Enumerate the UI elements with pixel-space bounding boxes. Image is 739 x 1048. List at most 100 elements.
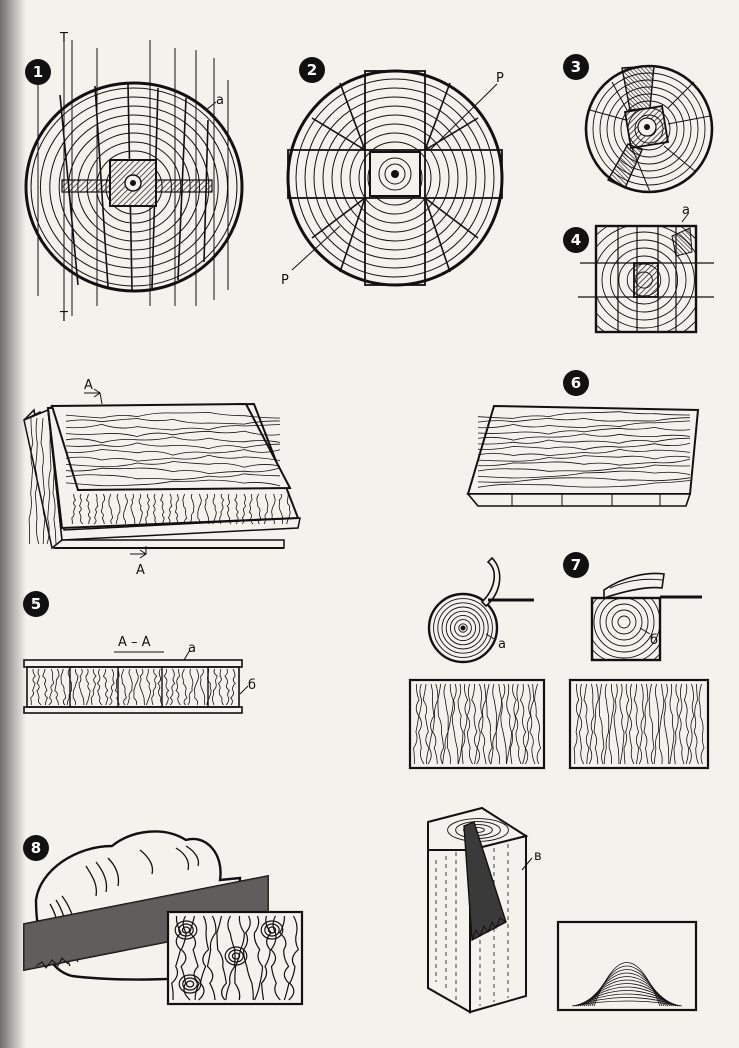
f5sec-stroke [90,668,97,706]
f5top-stroke [65,411,281,419]
f5sec-stroke [30,668,36,706]
figure-6-number-text: 6 [571,374,581,392]
figure-4-square-log-cut: а [578,203,714,334]
figure-5-section-top-veneer [23,659,243,668]
f5sec-stroke [127,668,133,706]
f7block-stroke [605,603,643,641]
f7roll-stroke [445,610,481,646]
f7sb-stroke [653,683,660,765]
figure-7-veneer-sample-b-grain [573,683,705,765]
f5mid-stroke [182,493,188,525]
f8sample-stroke [178,923,194,937]
figure-4-annual-rings [596,226,696,332]
figure-1-log-outline [24,81,244,293]
figure-4-number: 4 [563,227,589,253]
f7roll-stroke [441,606,485,650]
page-edge-shadow [0,0,26,1048]
f8sample-stroke [171,915,182,1001]
figure-2-label-r-bottom: Р [281,273,289,288]
f7sb-stroke [578,683,585,765]
f5mid-stroke [86,493,91,525]
f6grain-stroke [477,437,691,445]
f5sec-stroke [85,668,91,706]
f5back-stroke [28,417,34,545]
f5mid-stroke [234,493,239,525]
f8sample-stroke [242,915,254,1001]
f5mid-stroke [115,493,121,525]
f7sb-stroke [633,683,640,765]
f7sa-stroke [509,683,517,765]
f7sb-stroke [693,683,699,765]
f7sb-stroke [688,683,695,765]
figure-4-block-outline [594,224,698,334]
f2rings-stroke [331,114,459,242]
f5sec-stroke [151,668,158,706]
f6grain-stroke [477,477,691,483]
f5mid-stroke [138,493,143,525]
figure-5-middle-board-grain [71,493,291,525]
f5top-stroke [65,418,281,425]
f7sb-stroke [683,683,690,765]
figure-8-burl-veneer-grain [171,915,300,1001]
f5mid-stroke [71,493,77,525]
figure-2-number: 2 [299,57,325,83]
f5sec-stroke [36,668,42,706]
f5top-stroke [65,461,281,468]
f7block-stroke [599,598,649,647]
figure-5-section-bottom-veneer [23,706,243,714]
figure-8-block-top [427,806,529,851]
f7block-stroke [592,598,660,659]
f5mid-stroke [189,493,195,525]
f8sample-stroke [253,915,264,1001]
figure-5-back-face-grain [28,417,57,545]
figure-5-number: 5 [23,591,49,617]
f5top-stroke [65,467,281,475]
figure-2-log-radial-cut: Р Р [281,69,504,288]
f6grain-stroke [477,433,691,441]
f5mid-stroke [152,493,158,525]
f7sa-stroke [413,683,420,765]
figure-1-label-t-top: Т [59,31,68,46]
f7sb-stroke [678,683,685,765]
f7sb-stroke [593,683,599,765]
f7sa-stroke [524,683,532,765]
f7sb-stroke [663,683,670,765]
f5mid-stroke [212,493,217,525]
f6grain-stroke [477,426,691,435]
f8sample-stroke [178,974,202,994]
f8sample-stroke [224,946,248,966]
f8sample-stroke [181,926,191,934]
f2rings-stroke [322,105,468,251]
f7sa-stroke [432,683,439,765]
f5sec-stroke [121,668,127,706]
f7roll-stroke [458,623,468,633]
f7sa-stroke [534,683,542,765]
figure-7-veneer-sample-a [408,678,546,770]
f7sa-stroke [506,683,512,765]
f8sample-stroke [182,977,198,991]
f5sec-stroke [146,668,152,706]
figure-5-label-arrow-a-bottom: А [136,563,145,578]
f7sa-stroke [471,683,478,765]
f7sa-stroke [529,683,536,765]
figure-5-section-aa: А – А а б [23,635,256,714]
f4rings-stroke [618,255,670,305]
f7sb-stroke [608,683,615,765]
f8sb-stroke [591,965,663,1007]
figure-4-label-a: а [682,203,690,218]
f5mid-stroke [100,493,106,525]
figure-6-panel-grain [477,411,691,488]
f5sec-stroke [114,668,120,706]
figure-7-log-roll [427,592,499,664]
f5sec-stroke [169,668,176,706]
f7sa-stroke [451,683,459,765]
f6grain-stroke [477,448,691,457]
f5sec-stroke [217,668,224,706]
f2rings-stroke [295,78,495,278]
figure-3-dark-wedge-bottom [607,143,643,189]
f5mid-stroke [248,493,254,525]
f5top-stroke [65,454,281,462]
f5mid-stroke [167,493,173,525]
f5sec-stroke [139,668,145,706]
f5mid-stroke [219,493,225,525]
